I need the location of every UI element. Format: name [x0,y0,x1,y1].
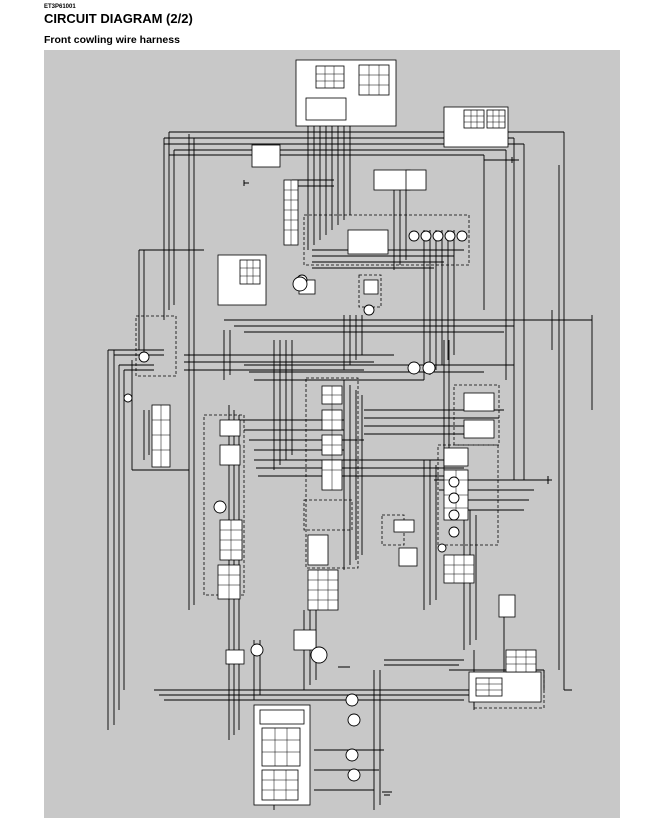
round-components [123,230,468,782]
connector-blocks [151,59,542,806]
ground-terminals [243,157,572,796]
wiring-diagram-panel [44,50,620,818]
diagram-subtitle: Front cowling wire harness [44,34,180,46]
document-code: ET3P61001 [44,4,76,10]
dashed-group-outlines [135,214,545,709]
page-title: CIRCUIT DIAGRAM (2/2) [44,11,193,26]
wiring-diagram [107,59,593,810]
